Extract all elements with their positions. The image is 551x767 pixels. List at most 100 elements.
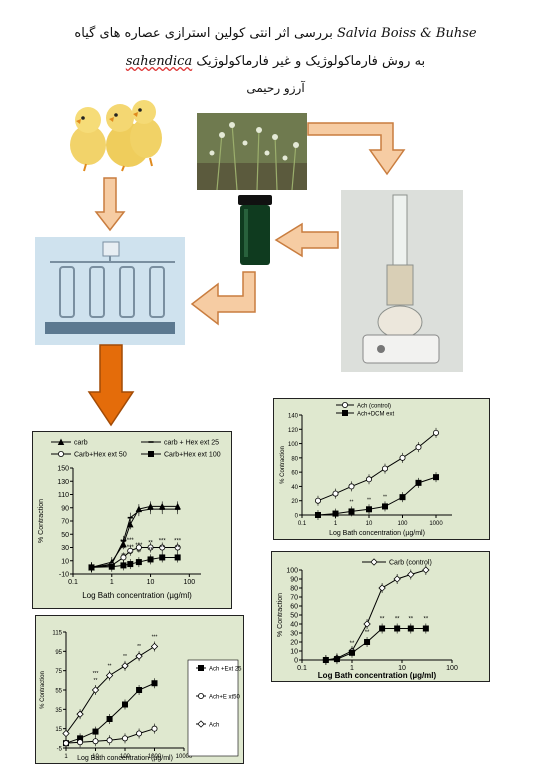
legend-item: Carb+Hex ext 50	[51, 450, 127, 459]
data-point	[106, 716, 113, 723]
data-point	[174, 554, 181, 561]
significance-label: **	[121, 546, 126, 552]
series-ach-e-xt50	[62, 723, 158, 749]
y-tick-label: 80	[291, 456, 298, 462]
data-point	[77, 739, 84, 746]
data-point	[314, 497, 321, 504]
data-point	[197, 693, 204, 700]
data-point	[422, 566, 430, 574]
data-point	[105, 671, 114, 680]
significance-label: **	[94, 678, 98, 684]
data-point	[433, 429, 440, 436]
y-tick-label: 100	[286, 568, 298, 575]
series-carb-hex-ext-25	[88, 504, 181, 573]
soxhlet-extractor-photo	[341, 190, 463, 372]
data-point	[76, 710, 84, 718]
data-point	[148, 450, 155, 457]
significance-label: ***	[174, 538, 182, 544]
data-point	[106, 737, 113, 744]
legend-label: Ach+E xt50	[209, 695, 241, 701]
x-axis-label: Log Bath concentration (µg/ml)	[82, 591, 192, 600]
y-tick-label: 0	[294, 658, 298, 665]
y-tick-label: 150	[57, 466, 69, 473]
data-point	[150, 642, 159, 651]
legend-label: Carb (control)	[389, 560, 432, 567]
data-point	[57, 450, 64, 457]
y-tick-label: 100	[288, 442, 299, 448]
arrow-vial-to-bath	[190, 271, 256, 326]
significance-label: **	[160, 545, 165, 551]
legend-item: Carb (control)	[362, 558, 432, 567]
x-tick-label: 10000	[176, 754, 193, 760]
x-tick-label: 1	[350, 665, 354, 672]
data-point	[415, 479, 422, 486]
significance-label: ***	[135, 543, 143, 549]
data-point	[147, 556, 154, 563]
significance-label: **	[380, 617, 385, 623]
significance-label: ***	[159, 538, 167, 544]
data-point	[62, 729, 70, 738]
data-point	[363, 620, 371, 628]
data-point	[136, 687, 143, 694]
y-tick-label: 60	[290, 604, 298, 611]
x-tick-label: 100	[120, 754, 131, 760]
significance-label: **	[108, 664, 112, 670]
significance-label: **	[137, 644, 141, 650]
data-point	[147, 544, 154, 551]
series-carb-hex-ext-100	[88, 552, 181, 573]
title-line-1: بررسی اثر انتی کولین استرازی عصاره های گ…	[0, 26, 551, 41]
y-tick-label: 35	[55, 708, 62, 714]
x-axis-label: Log Bath concentration (µg/ml)	[77, 755, 173, 762]
legend-item: Carb+Hex ext 100	[141, 450, 221, 459]
x-tick-label: 10	[92, 754, 99, 760]
significance-label: **	[137, 550, 142, 556]
data-point	[348, 508, 355, 515]
data-point	[349, 649, 356, 656]
x-tick-label: 10	[366, 521, 373, 527]
scientific-name-epithet: sahendica	[125, 54, 193, 69]
arrow-soxhlet-to-vial	[274, 222, 339, 258]
data-point	[108, 563, 115, 570]
y-tick-label: 50	[290, 613, 298, 620]
data-point	[422, 625, 429, 632]
y-axis-label: % Contraction	[40, 671, 46, 709]
significance-label: ***	[127, 545, 135, 551]
significance-label: **	[424, 617, 429, 623]
series-line	[325, 569, 426, 661]
data-point	[151, 680, 158, 687]
data-point	[159, 544, 166, 551]
legend-item: Ach +Ext 25	[196, 665, 242, 673]
arrow-bath-to-results	[87, 344, 135, 427]
y-tick-label: 20	[291, 499, 298, 505]
data-point	[92, 728, 99, 735]
series-ach-control-	[314, 427, 440, 506]
y-tick-label: 40	[290, 622, 298, 629]
y-tick-label: 50	[61, 532, 69, 539]
x-tick-label: 100	[183, 579, 195, 586]
data-point	[135, 544, 142, 551]
y-tick-label: 70	[61, 519, 69, 526]
x-tick-label: 100	[446, 665, 458, 672]
significance-label: **	[350, 641, 355, 647]
title-line-2: sahendica به روش فارماکولوژیک و غیر فارم…	[0, 54, 551, 69]
significance-label: **	[123, 654, 127, 660]
x-axis-label: Log Bath concentration (µg/ml)	[318, 671, 437, 680]
significance-label: **	[395, 617, 400, 623]
data-point	[314, 512, 321, 519]
data-point	[332, 490, 339, 497]
data-point	[136, 730, 143, 737]
y-tick-label: -10	[59, 572, 69, 579]
significance-label: **	[367, 497, 371, 503]
y-axis-label: % Contraction	[280, 446, 286, 484]
y-tick-label: 90	[290, 577, 298, 584]
y-tick-label: 15	[55, 727, 62, 733]
x-axis-label: Log Bath concentration (µg/ml)	[329, 530, 425, 537]
data-point	[379, 625, 386, 632]
x-tick-label: 1000	[148, 754, 162, 760]
x-tick-label: 10	[147, 579, 155, 586]
legend-label: carb	[74, 440, 88, 447]
data-point	[364, 639, 371, 646]
series-carb-control-	[322, 565, 430, 665]
x-tick-label: 0.1	[297, 665, 307, 672]
